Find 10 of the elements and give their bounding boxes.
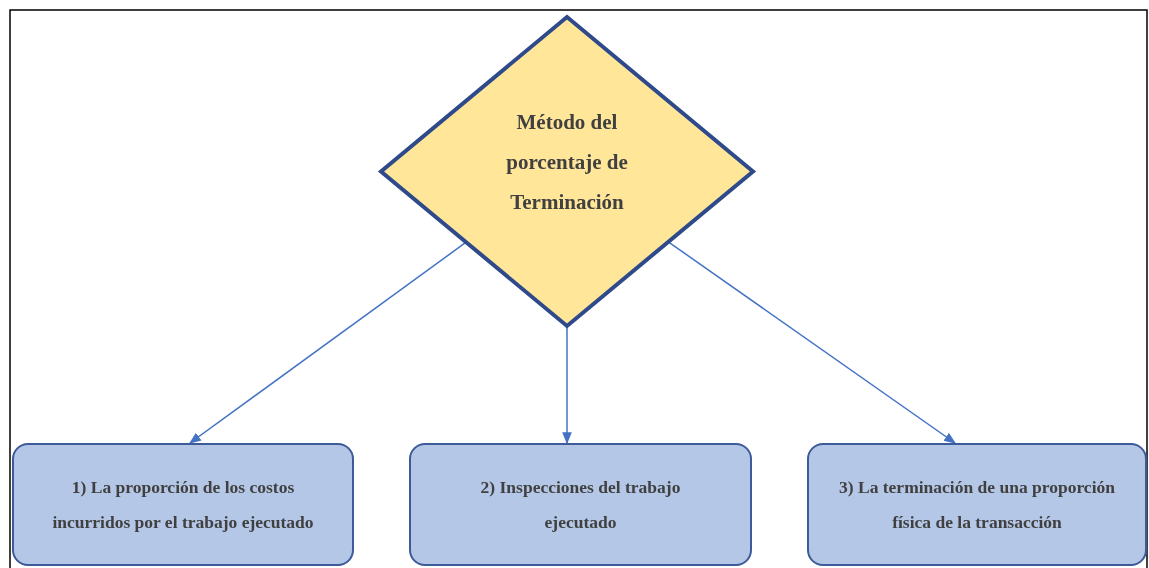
- process-box: [807, 443, 1147, 566]
- diamond-title: Método del porcentaje de Terminación: [505, 108, 629, 216]
- arrow: [667, 241, 956, 444]
- arrow: [562, 325, 572, 445]
- process-box: [12, 443, 354, 566]
- box-label: 3) La terminación de una proporción física de la transacción: [838, 475, 1116, 534]
- arrow: [189, 241, 467, 444]
- box-label: 1) La proporción de los costos incurridos por el trabajo ejecutado: [51, 475, 315, 534]
- box-label: 2) Inspecciones del trabajo ejecutado: [479, 475, 682, 534]
- process-box: [409, 443, 752, 566]
